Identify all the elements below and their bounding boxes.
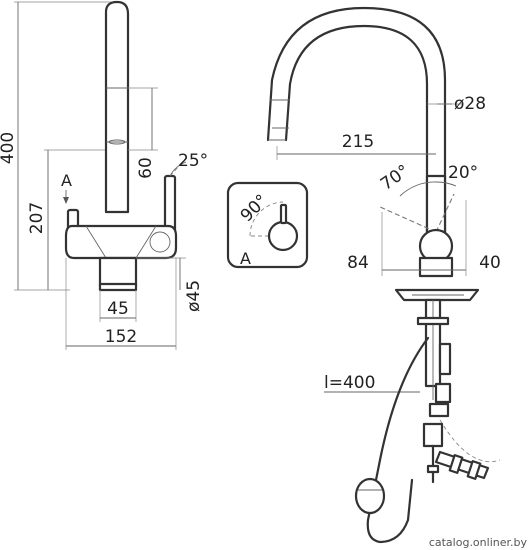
- height-total-label: 400: [0, 132, 18, 164]
- top-view: 90° A: [226, 181, 309, 269]
- front-spout-outer: [266, 6, 447, 234]
- spout-diameter-label: ø28: [454, 94, 486, 114]
- front-pullout-hose: [366, 336, 430, 544]
- handle-offset-label: 60: [136, 157, 156, 179]
- total-width-label: 152: [105, 327, 137, 347]
- spout-reach-label: 215: [342, 132, 374, 152]
- front-inlet-fitting: [422, 422, 444, 448]
- front-column: [425, 174, 447, 238]
- handle-angle-label: 25°: [178, 151, 208, 171]
- top-view-handle: [267, 220, 299, 252]
- top-marker-a: A: [240, 249, 251, 268]
- base-width-label: 45: [107, 299, 129, 319]
- front-view: ø28 215 70° 20° 84 40 l=400: [266, 6, 501, 544]
- lever-left-label: 84: [347, 253, 369, 273]
- side-body: [64, 224, 178, 260]
- side-marker-a: A: [61, 171, 72, 190]
- side-view: 400 207 A 60 25°: [0, 0, 208, 350]
- hose-length-label: l=400: [324, 373, 375, 393]
- front-hose-weight: [354, 477, 386, 515]
- side-base: [98, 256, 138, 288]
- side-spout-tube: [104, 0, 130, 214]
- lever-right-label: 40: [479, 253, 501, 273]
- angle-right-label: 20°: [448, 163, 478, 183]
- base-diameter-label: ø45: [184, 280, 204, 312]
- watermark: catalog.onliner.by: [429, 536, 528, 549]
- height-spout-label: 207: [27, 202, 47, 234]
- front-spout-inner: [284, 24, 429, 234]
